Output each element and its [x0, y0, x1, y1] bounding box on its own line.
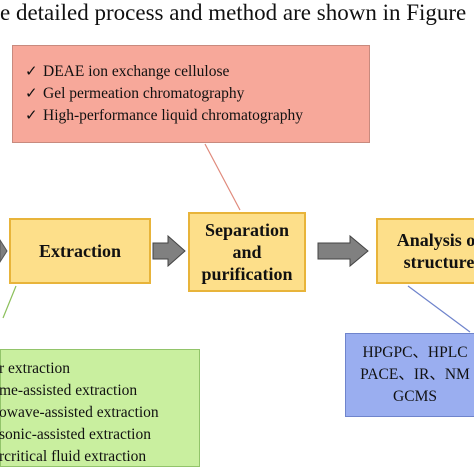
connector-analysis-to-blue — [407, 285, 471, 333]
analysis-method-item: HPGPC、HPLC — [362, 344, 468, 361]
extraction-method-item: owave-assisted extraction — [0, 404, 159, 421]
separation-step-box: Separation and purification — [188, 212, 306, 292]
analysis-method-item: GCMS — [393, 388, 437, 405]
extraction-step-box: Extraction — [9, 218, 151, 284]
extraction-method-item: rcritical fluid extraction — [0, 448, 147, 465]
extraction-methods-box: r extraction me-assisted extraction owav… — [0, 349, 200, 467]
check-icon: ✓ — [25, 86, 38, 102]
arrow-separation-to-analysis — [317, 234, 369, 268]
extraction-method-item: r extraction — [0, 360, 71, 377]
analysis-method-item: PACE、IR、NM — [360, 366, 470, 383]
analysis-step-box: Analysis of structure — [376, 218, 474, 284]
extraction-method-item: me-assisted extraction — [0, 382, 138, 399]
check-icon: ✓ — [25, 64, 38, 80]
arrow-extraction-to-separation — [152, 234, 186, 268]
analysis-methods-box: HPGPC、HPLC PACE、IR、NM GCMS — [345, 333, 474, 417]
extraction-method-item: sonic-assisted extraction — [0, 426, 151, 443]
check-icon: ✓ — [25, 108, 38, 124]
figure-caption-text: e detailed process and method are shown … — [0, 0, 467, 25]
purification-methods-box: ✓DEAE ion exchange cellulose ✓Gel permea… — [12, 45, 370, 143]
connector-pink-to-separation — [204, 143, 241, 211]
purification-method-item: ✓Gel permeation chromatography — [13, 83, 369, 105]
connector-extraction-to-green — [2, 285, 17, 319]
arrow-left-edge — [0, 239, 8, 263]
purification-method-item: ✓DEAE ion exchange cellulose — [13, 61, 369, 83]
purification-method-item: ✓High-performance liquid chromatography — [13, 105, 369, 127]
